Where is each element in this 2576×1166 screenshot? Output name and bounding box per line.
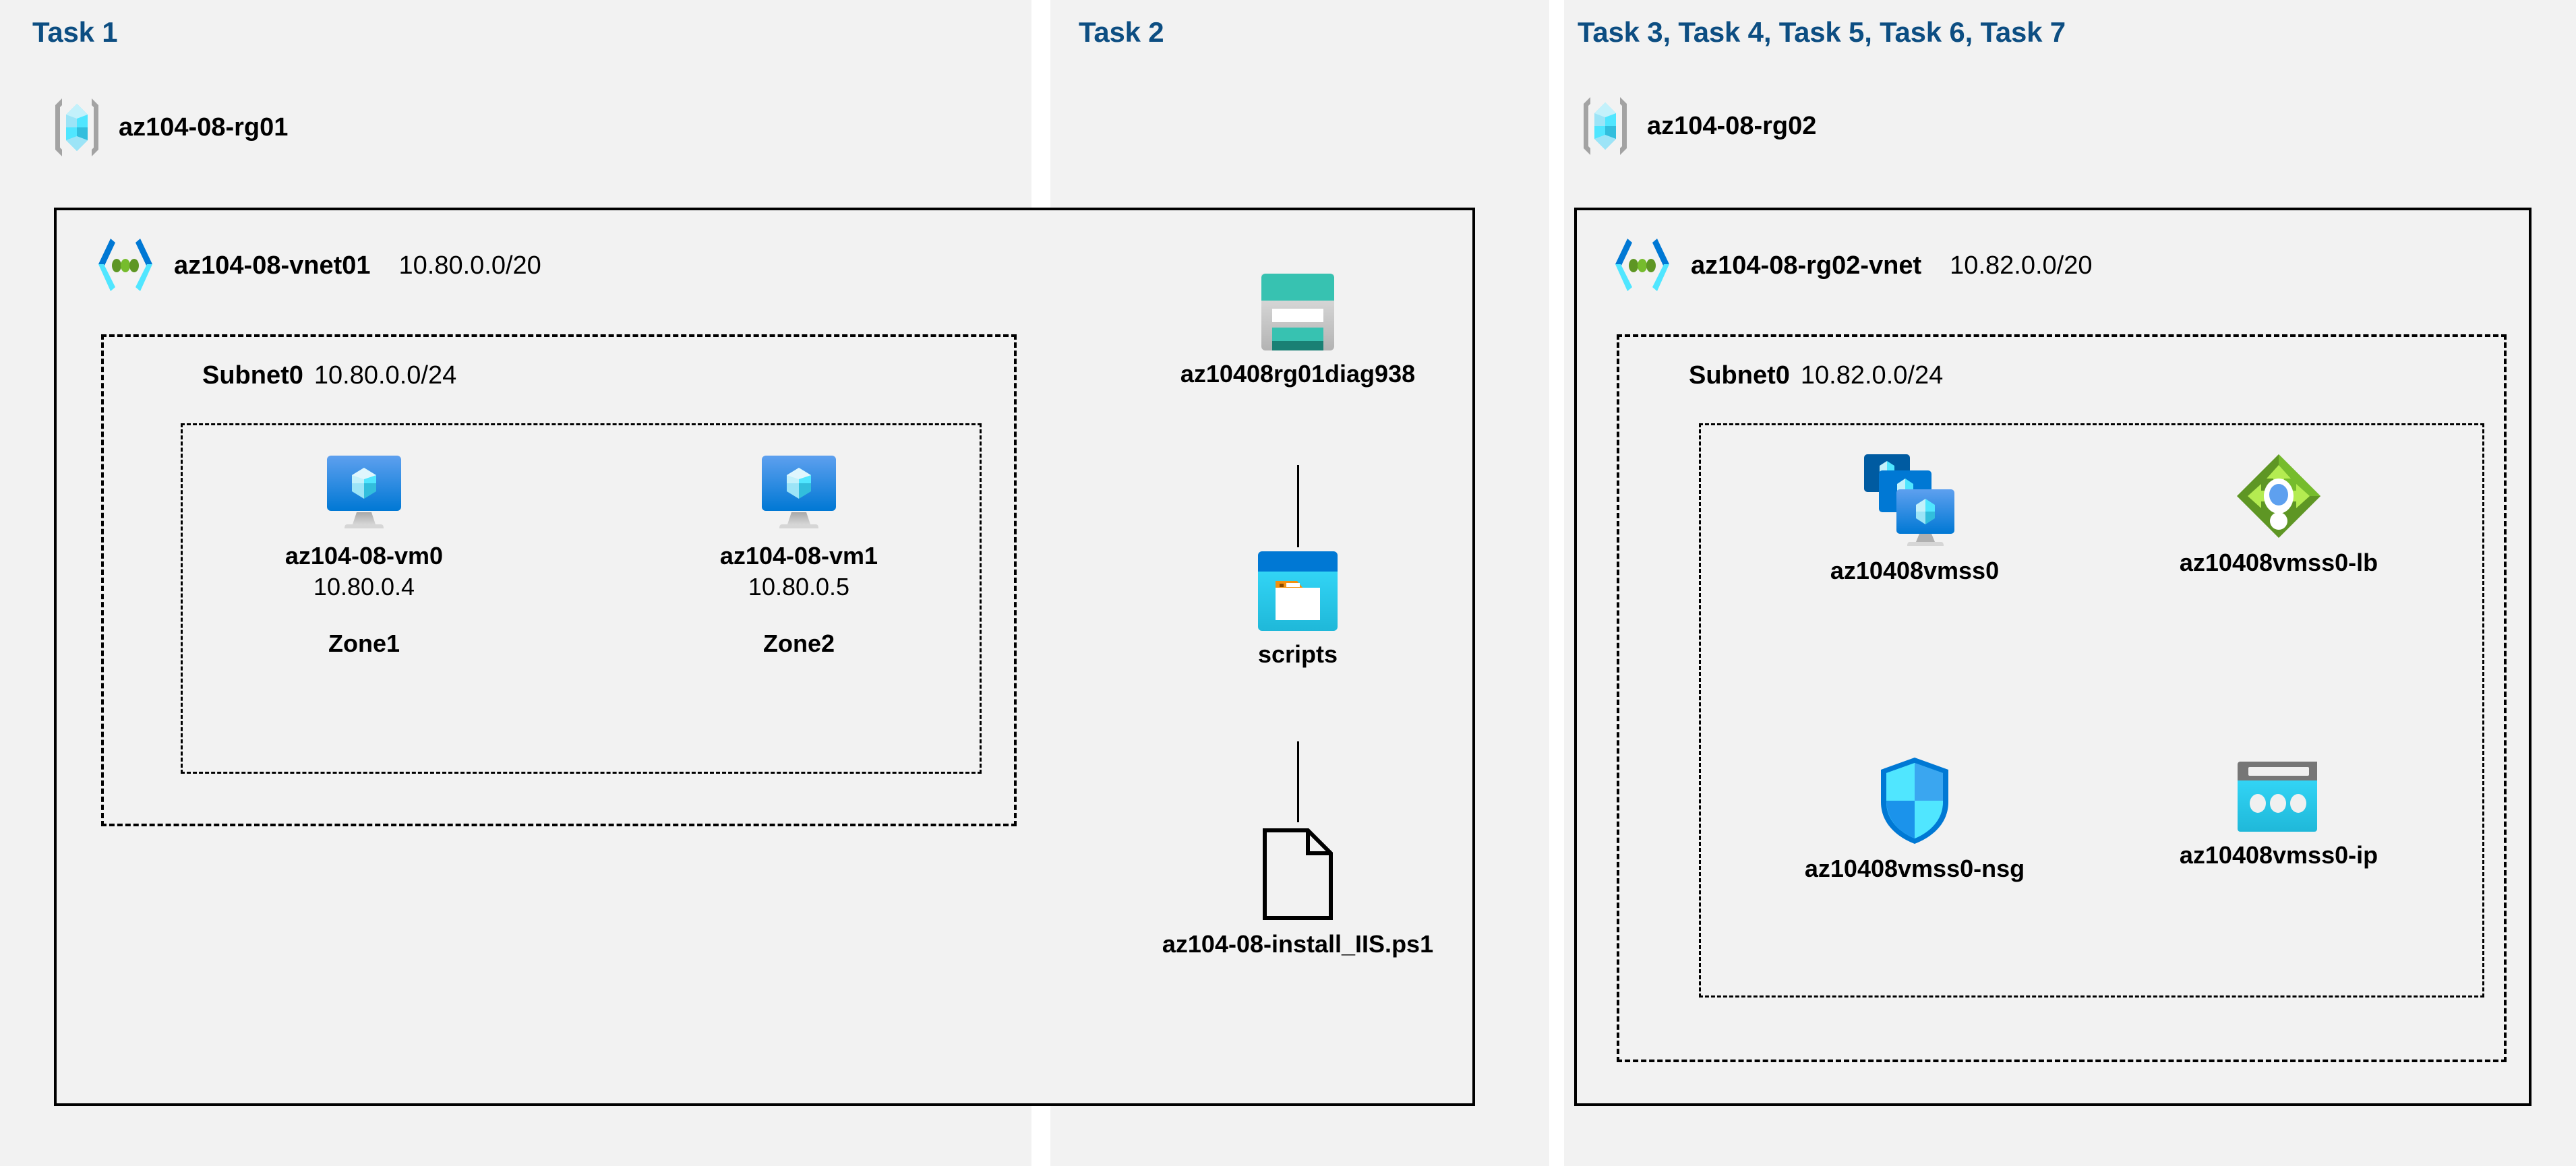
- connector-storage-to-container: [1297, 465, 1299, 547]
- virtual-machine-icon: [324, 453, 404, 532]
- load-balancer-icon: [2236, 453, 2322, 539]
- vnet-name: az104-08-vnet01: [174, 251, 371, 280]
- script-file-node[interactable]: az104-08-install_IIS.ps1: [1079, 828, 1517, 958]
- virtual-machine-icon: [759, 453, 839, 532]
- subnet-label-rg02: Subnet0 10.82.0.0/24: [1689, 361, 1943, 390]
- public-ip-address-node[interactable]: az10408vmss0-ip: [2130, 762, 2427, 869]
- vm-zone: Zone2: [762, 630, 835, 657]
- vm-scale-set-icon: [1864, 453, 1965, 547]
- connector-container-to-file: [1297, 741, 1299, 822]
- vnet-cidr: 10.82.0.0/20: [1950, 251, 2093, 280]
- blob-container-name: scripts: [1257, 640, 1338, 668]
- network-security-group-node[interactable]: az10408vmss0-nsg: [1753, 756, 2076, 883]
- task3-header: Task 3, Task 4, Task 5, Task 6, Task 7: [1578, 16, 2066, 48]
- network-security-group-icon: [1877, 756, 1952, 845]
- public-ip-address-name: az10408vmss0-ip: [2179, 841, 2378, 869]
- subnet-name: Subnet0: [1689, 361, 1790, 390]
- vnet-name: az104-08-rg02-vnet: [1691, 251, 1922, 280]
- task2-header: Task 2: [1079, 16, 1164, 48]
- vm-node-vm1[interactable]: az104-08-vm1 10.80.0.5 Zone2: [657, 453, 940, 658]
- subnet-cidr: 10.80.0.0/24: [313, 361, 457, 390]
- storage-account-node[interactable]: az10408rg01diag938: [1082, 270, 1514, 388]
- load-balancer-node[interactable]: az10408vmss0-lb: [2124, 453, 2434, 577]
- task1-header: Task 1: [32, 16, 118, 48]
- vnet-label-row-vnet01: az104-08-vnet01 10.80.0.0/20: [94, 237, 541, 294]
- virtual-network-icon: [94, 237, 156, 294]
- vmss-node[interactable]: az10408vmss0: [1766, 453, 2063, 585]
- vm-ip: 10.80.0.5: [748, 573, 850, 601]
- vmss-name: az10408vmss0: [1830, 557, 2000, 584]
- storage-account-name: az10408rg01diag938: [1180, 360, 1416, 388]
- subnet-label-vnet01: Subnet0 10.80.0.0/24: [202, 361, 456, 390]
- resource-group-row-rg01: az104-08-rg01: [53, 96, 288, 159]
- blob-container-icon: [1258, 551, 1338, 631]
- vm-ip: 10.80.0.4: [313, 573, 415, 601]
- load-balancer-name: az10408vmss0-lb: [2179, 549, 2378, 576]
- vnet-label-row-rg02-vnet: az104-08-rg02-vnet 10.82.0.0/20: [1611, 237, 2092, 294]
- blob-container-node[interactable]: scripts: [1207, 551, 1389, 669]
- resource-group-icon: [53, 96, 101, 159]
- resource-group-icon: [1581, 94, 1629, 158]
- script-file-name: az104-08-install_IIS.ps1: [1162, 930, 1434, 958]
- resource-group-label: az104-08-rg02: [1647, 111, 1817, 140]
- file-icon: [1261, 828, 1335, 921]
- vm-name: az104-08-vm1: [719, 542, 878, 570]
- subnet-name: Subnet0: [202, 361, 303, 390]
- vm-node-vm0[interactable]: az104-08-vm0 10.80.0.4 Zone1: [222, 453, 506, 658]
- vmss-group-boundary: [1699, 423, 2484, 998]
- virtual-network-icon: [1611, 237, 1673, 294]
- storage-account-icon: [1257, 270, 1338, 355]
- vm-zone: Zone1: [328, 630, 400, 657]
- subnet-cidr: 10.82.0.0/24: [1800, 361, 1944, 390]
- resource-group-label: az104-08-rg01: [119, 113, 289, 142]
- public-ip-address-icon: [2238, 762, 2320, 832]
- network-security-group-name: az10408vmss0-nsg: [1804, 855, 2025, 882]
- vm-group-boundary: [181, 423, 982, 774]
- vm-name: az104-08-vm0: [284, 542, 444, 570]
- resource-group-row-rg02: az104-08-rg02: [1581, 94, 1816, 158]
- vnet-cidr: 10.80.0.0/20: [398, 251, 541, 280]
